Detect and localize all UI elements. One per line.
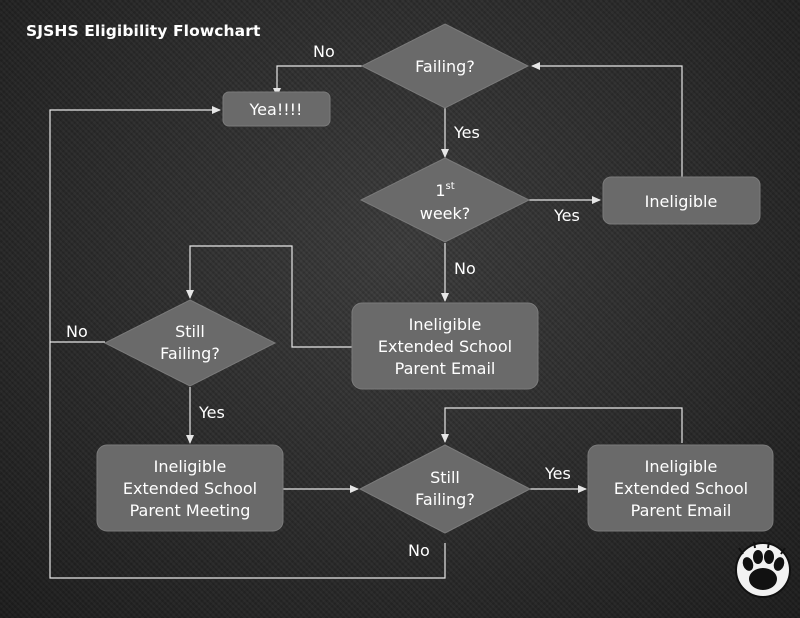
flowchart-title: SJSHS Eligibility Flowchart [26, 22, 261, 40]
meeting-line-1: Ineligible [154, 457, 227, 476]
edge-email-right-loop [441, 407, 683, 443]
decision-failing-label: Failing? [415, 57, 475, 76]
email-mid-line-1: Ineligible [409, 315, 482, 334]
still-bottom-line-2: Failing? [415, 490, 475, 509]
process-meeting: Ineligible Extended School Parent Meetin… [96, 444, 284, 532]
still-left-line-2: Failing? [160, 344, 220, 363]
decision-still-failing-bottom: Still Failing? [358, 444, 532, 534]
email-mid-line-3: Parent Email [395, 359, 496, 378]
terminal-yea-label: Yea!!!! [249, 100, 303, 119]
edge-ineligible-loop [531, 62, 683, 177]
label-failing-yes: Yes [453, 123, 480, 142]
process-email-right: Ineligible Extended School Parent Email [587, 444, 774, 532]
label-still-bottom-no: No [408, 541, 430, 560]
still-left-line-1: Still [175, 322, 205, 341]
label-still-left-no: No [66, 322, 88, 341]
edge-email-to-still [186, 245, 352, 348]
first-week-word: week? [420, 204, 471, 223]
edges [49, 62, 683, 579]
paw-print-icon [735, 541, 791, 598]
process-ineligible-top: Ineligible [602, 176, 761, 225]
email-right-line-2: Extended School [614, 479, 748, 498]
email-right-line-3: Parent Email [631, 501, 732, 520]
first-week-superscript: st [446, 181, 455, 192]
process-email-mid: Ineligible Extended School Parent Email [351, 302, 539, 390]
label-still-left-yes: Yes [198, 403, 225, 422]
edge-failing-no [273, 65, 362, 97]
edge-left-return [49, 106, 446, 579]
email-right-line-1: Ineligible [645, 457, 718, 476]
email-mid-line-2: Extended School [378, 337, 512, 356]
terminal-yea: Yea!!!! [222, 91, 331, 127]
decision-first-week: 1st week? [359, 157, 531, 243]
label-still-bottom-yes: Yes [544, 464, 571, 483]
meeting-line-3: Parent Meeting [130, 501, 251, 520]
label-failing-no: No [313, 42, 335, 61]
svg-text:1st: 1st [435, 181, 454, 200]
label-week-no: No [454, 259, 476, 278]
meeting-line-2: Extended School [123, 479, 257, 498]
process-ineligible-top-label: Ineligible [645, 192, 718, 211]
still-bottom-line-1: Still [430, 468, 460, 487]
first-week-number: 1 [435, 181, 445, 200]
label-week-yes: Yes [553, 206, 580, 225]
decision-failing: Failing? [360, 23, 530, 109]
decision-still-failing-left: Still Failing? [103, 299, 277, 387]
